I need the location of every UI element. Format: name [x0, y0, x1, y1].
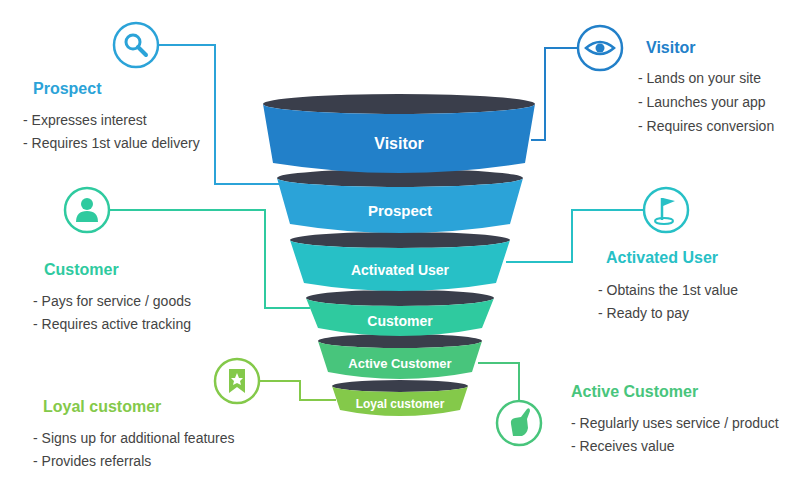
callout-bullet: - Requires active tracking [33, 315, 191, 333]
callout-heading: Visitor [646, 39, 696, 57]
callout-heading: Customer [44, 261, 119, 279]
band-label: Active Customer [318, 348, 482, 379]
leader-line [478, 363, 519, 400]
callout-heading: Activated User [606, 249, 718, 267]
funnel-band: Customer [306, 290, 494, 346]
callout-heading: Loyal customer [43, 398, 161, 416]
hand-icon [497, 401, 541, 445]
callout-bullet: - Regularly uses service / product [571, 414, 779, 432]
leader-line [531, 48, 577, 140]
leader-line [159, 45, 282, 184]
callout-bullet: - Obtains the 1st value [598, 281, 738, 299]
callout-bullet: - Launches your app [638, 93, 766, 111]
bookmark-icon [215, 359, 259, 403]
callout-bullet: - Pays for service / goods [33, 292, 191, 310]
band-label: Activated User [290, 248, 510, 291]
band-label: Visitor [263, 114, 535, 173]
funnel-body [277, 178, 523, 233]
eye-icon [578, 26, 622, 70]
callout-bullet: - Receives value [571, 437, 675, 455]
funnel-body [263, 104, 535, 173]
funnel-band: Activated User [290, 232, 510, 301]
funnel-opening [263, 94, 535, 114]
funnel-body [290, 240, 510, 291]
callout-bullet: - Ready to pay [598, 304, 689, 322]
funnel-body [318, 341, 482, 379]
funnel-band: Active Customer [318, 334, 482, 388]
search-icon [114, 23, 158, 67]
flag-icon [644, 188, 688, 232]
funnel-opening [277, 169, 523, 187]
callout-bullet: - Signs up for additional features [33, 429, 235, 447]
callout-bullet: - Provides referrals [33, 452, 151, 470]
band-label: Loyal customer [332, 392, 468, 416]
funnel-body [306, 298, 494, 336]
callout-bullet: - Lands on your site [638, 69, 761, 87]
callout-bullet: - Requires 1st value delivery [23, 134, 200, 152]
band-label: Customer [306, 306, 494, 336]
funnel-opening [332, 380, 468, 392]
person-icon [65, 188, 109, 232]
leader-line [260, 381, 336, 400]
funnel-opening [306, 290, 494, 306]
funnel-body [332, 386, 468, 416]
funnel-band: Prospect [277, 169, 523, 244]
callout-bullet: - Expresses interest [23, 111, 147, 129]
callout-heading: Active Customer [571, 383, 698, 401]
funnel-band: Loyal customer [332, 380, 468, 424]
callout-heading: Prospect [33, 80, 101, 98]
callout-bullet: - Requires conversion [638, 117, 774, 135]
funnel-opening [318, 334, 482, 348]
funnel-band: Visitor [263, 94, 535, 185]
funnel-opening [290, 232, 510, 248]
band-label: Prospect [277, 187, 523, 233]
